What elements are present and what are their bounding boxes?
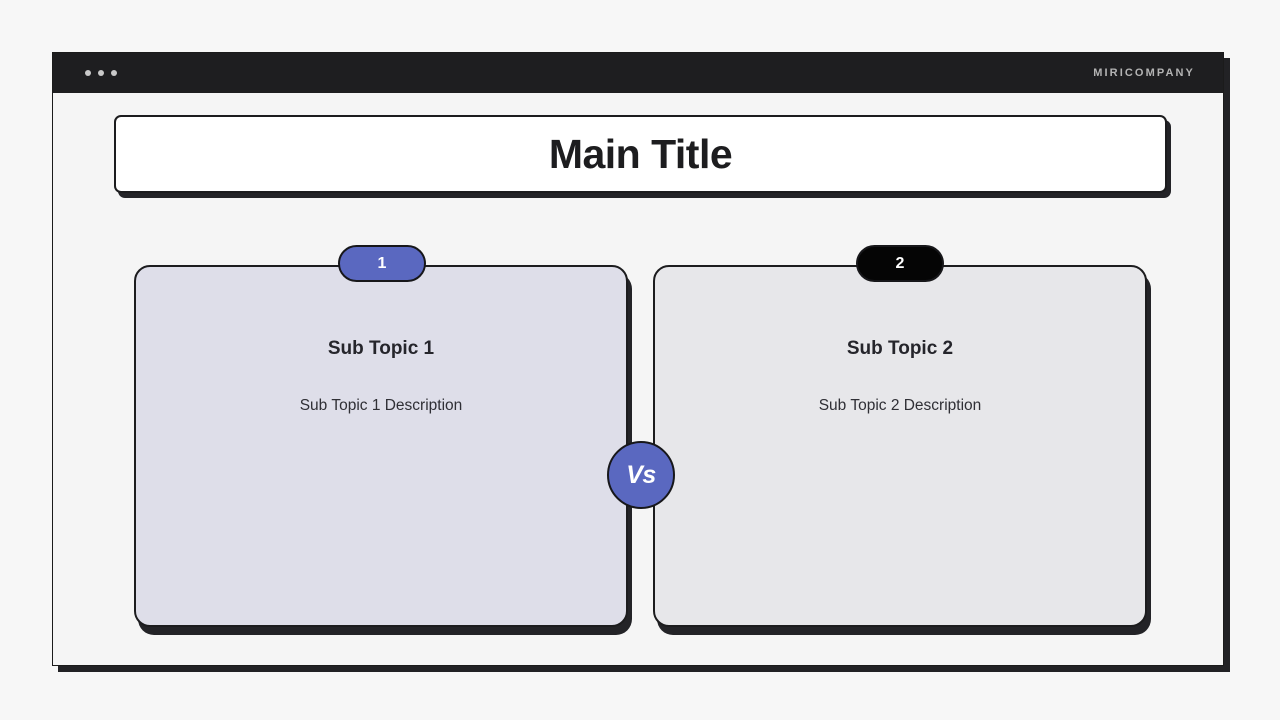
panel-1-description: Sub Topic 1 Description: [299, 397, 463, 414]
comparison-panels: Sub Topic 1 Sub Topic 1 Description Sub …: [53, 93, 1223, 665]
panel-1-heading: Sub Topic 1: [327, 338, 435, 359]
window-dot-icon[interactable]: [111, 70, 117, 76]
brand-label: MIRICOMPANY: [1093, 67, 1195, 79]
panel-2-description: Sub Topic 2 Description: [818, 397, 982, 414]
window-title-bar: MIRICOMPANY: [53, 53, 1223, 93]
slide-canvas: Main Title Sub Topic 1 Sub Topic 1 Descr…: [53, 93, 1223, 665]
window-controls[interactable]: [85, 70, 117, 76]
comparison-panel-2[interactable]: Sub Topic 2 Sub Topic 2 Description: [653, 265, 1147, 627]
main-title-card: Main Title: [114, 115, 1167, 193]
panel-2-heading: Sub Topic 2: [846, 338, 954, 359]
panel-2-number-badge: 2: [856, 245, 944, 282]
window-dot-icon[interactable]: [98, 70, 104, 76]
versus-badge: Vs: [607, 441, 675, 509]
window-dot-icon[interactable]: [85, 70, 91, 76]
comparison-panel-1[interactable]: Sub Topic 1 Sub Topic 1 Description: [134, 265, 628, 627]
panel-1-number-badge: 1: [338, 245, 426, 282]
presentation-window: MIRICOMPANY Main Title Sub Topic 1 Sub T…: [52, 52, 1224, 666]
page-title: Main Title: [548, 130, 733, 177]
versus-label: Vs: [626, 460, 656, 489]
